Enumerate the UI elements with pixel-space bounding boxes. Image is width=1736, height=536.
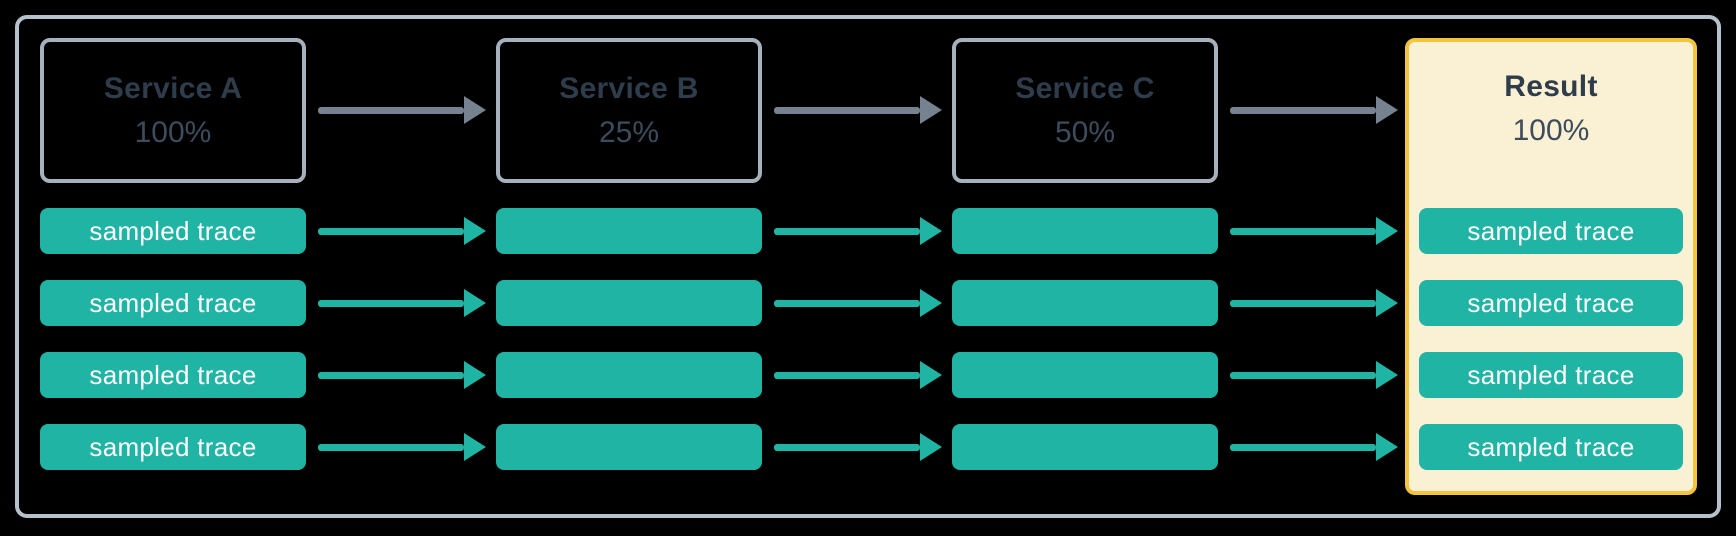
result-rate-label: 100% (1512, 114, 1590, 147)
arrow-head (1376, 433, 1398, 461)
trace-box-unlabeled (952, 280, 1218, 326)
arrow-shaft (774, 371, 920, 379)
trace-box-unlabeled (952, 352, 1218, 398)
arrow-head (1376, 289, 1398, 317)
sampled-trace-label: sampled trace (1467, 431, 1635, 462)
arrow-shaft (318, 106, 464, 114)
arrow-right-icon (318, 361, 486, 389)
sampling-rate-label: 25% (598, 115, 660, 149)
trace-box-unlabeled (952, 208, 1218, 254)
arrow-shaft (1230, 299, 1376, 307)
arrow-shaft (1230, 106, 1376, 114)
trace-box-unlabeled (952, 424, 1218, 470)
arrow-shaft (774, 106, 920, 114)
sampling-rate-label: 50% (1054, 115, 1116, 149)
sampled-trace-box: sampled trace (40, 208, 306, 254)
diagram-border-frame (15, 15, 1721, 518)
arrow-head (1376, 96, 1398, 124)
arrow-head (920, 433, 942, 461)
arrow-shaft (774, 299, 920, 307)
sampled-trace-box: sampled trace (1419, 352, 1683, 398)
service-b-card: Service B 25% (496, 38, 762, 183)
sampled-trace-label: sampled trace (1467, 287, 1635, 318)
arrow-head (464, 96, 486, 124)
arrow-right-icon (1230, 361, 1398, 389)
sampled-trace-box: sampled trace (40, 280, 306, 326)
arrow-head (1376, 217, 1398, 245)
trace-box-unlabeled (496, 424, 762, 470)
arrow-right-icon (774, 217, 942, 245)
sampled-trace-box: sampled trace (40, 352, 306, 398)
service-a-card: Service A 100% (40, 38, 306, 183)
sampling-rate-label: 100% (134, 115, 212, 149)
service-name-label: Service C (1015, 71, 1155, 105)
arrow-shaft (1230, 443, 1376, 451)
arrow-right-icon (318, 217, 486, 245)
arrow-shaft (318, 299, 464, 307)
arrow-right-icon (774, 96, 942, 124)
service-name-label: Service A (103, 71, 243, 105)
arrow-head (920, 289, 942, 317)
arrow-shaft (774, 227, 920, 235)
sampled-trace-label: sampled trace (89, 431, 257, 462)
arrow-right-icon (1230, 96, 1398, 124)
trace-box-unlabeled (496, 352, 762, 398)
result-card: Result 100% (1405, 38, 1697, 495)
trace-box-unlabeled (496, 280, 762, 326)
arrow-head (464, 361, 486, 389)
sampled-trace-label: sampled trace (89, 359, 257, 390)
arrow-shaft (318, 371, 464, 379)
sampled-trace-box: sampled trace (1419, 208, 1683, 254)
arrow-right-icon (318, 96, 486, 124)
sampled-trace-box: sampled trace (1419, 280, 1683, 326)
arrow-right-icon (774, 433, 942, 461)
arrow-shaft (318, 443, 464, 451)
arrow-shaft (318, 227, 464, 235)
arrow-head (464, 289, 486, 317)
arrow-right-icon (318, 433, 486, 461)
service-c-card: Service C 50% (952, 38, 1218, 183)
arrow-head (464, 217, 486, 245)
arrow-head (1376, 361, 1398, 389)
sampled-trace-label: sampled trace (1467, 359, 1635, 390)
arrow-head (920, 217, 942, 245)
arrow-head (920, 96, 942, 124)
service-name-label: Service B (559, 71, 699, 105)
arrow-head (464, 433, 486, 461)
sampled-trace-label: sampled trace (89, 287, 257, 318)
arrow-right-icon (1230, 433, 1398, 461)
arrow-right-icon (1230, 217, 1398, 245)
arrow-shaft (774, 443, 920, 451)
arrow-right-icon (318, 289, 486, 317)
sampled-trace-box: sampled trace (1419, 424, 1683, 470)
arrow-shaft (1230, 371, 1376, 379)
arrow-head (920, 361, 942, 389)
arrow-right-icon (1230, 289, 1398, 317)
arrow-right-icon (774, 361, 942, 389)
arrow-shaft (1230, 227, 1376, 235)
sampled-trace-box: sampled trace (40, 424, 306, 470)
arrow-right-icon (774, 289, 942, 317)
trace-box-unlabeled (496, 208, 762, 254)
result-name-label: Result (1504, 70, 1598, 103)
sampled-trace-label: sampled trace (1467, 215, 1635, 246)
sampled-trace-label: sampled trace (89, 215, 257, 246)
